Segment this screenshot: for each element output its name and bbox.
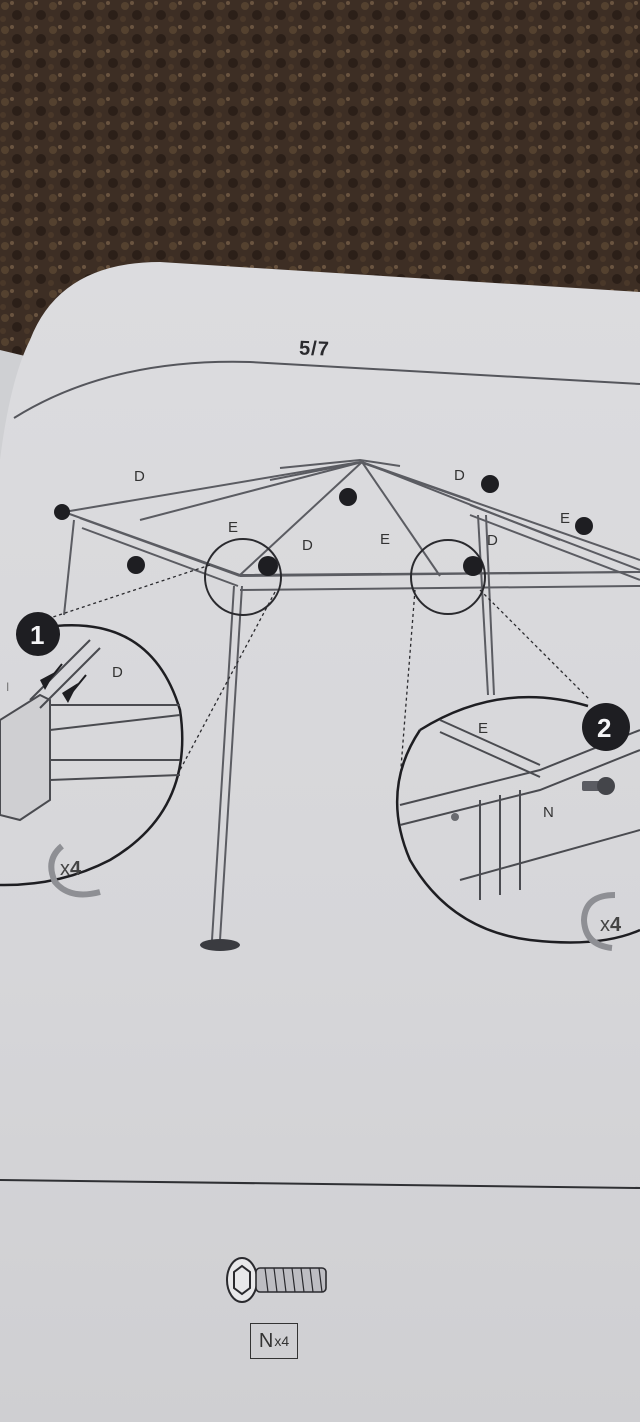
detail-1-label-i: I bbox=[6, 680, 10, 694]
label-d-roof-front: D bbox=[487, 532, 498, 549]
label-e-rafter-right: E bbox=[560, 510, 571, 527]
detail-1-bracket bbox=[0, 639, 181, 822]
zoom-ring-2 bbox=[410, 539, 486, 615]
step-1-badge bbox=[16, 612, 60, 656]
leg-foot-plate bbox=[200, 939, 240, 951]
detail-2-circle-top bbox=[419, 695, 589, 732]
detail-1-label-d: D bbox=[112, 664, 123, 681]
repeat-arrow-1-icon bbox=[48, 843, 101, 898]
page-number: 5/7 bbox=[298, 337, 331, 361]
frame-badges bbox=[54, 475, 593, 576]
label-e-rafter-left: E bbox=[228, 519, 239, 536]
detail-2-repeat-count: 4 bbox=[610, 914, 622, 936]
label-e-rafter-center: E bbox=[380, 531, 391, 548]
detail-1-repeat-count: 4 bbox=[70, 858, 82, 880]
footer-rule bbox=[0, 1179, 640, 1189]
header-rule bbox=[13, 360, 640, 419]
detail-1-repeat: x4 bbox=[60, 858, 81, 881]
label-d-roof-right: D bbox=[454, 467, 465, 484]
hardware-screw-icon bbox=[226, 1257, 327, 1303]
repeat-arrow-2-icon bbox=[580, 892, 616, 951]
step-2-badge bbox=[582, 703, 630, 751]
hardware-part-letter: N bbox=[258, 1329, 274, 1352]
detail-2-repeat: x4 bbox=[600, 914, 621, 937]
step-2-number: 2 bbox=[597, 713, 611, 743]
detail-1-repeat-prefix: x bbox=[60, 858, 70, 880]
detail-2-label-n: N bbox=[543, 804, 554, 821]
leader-lines bbox=[49, 564, 591, 781]
zoom-ring-1 bbox=[204, 538, 282, 616]
detail-2-repeat-prefix: x bbox=[600, 914, 610, 936]
step-1-number: 1 bbox=[30, 620, 44, 650]
label-d-roof-center: D bbox=[302, 537, 313, 554]
detail-2-label-e: E bbox=[478, 720, 489, 737]
detail-1-arrows bbox=[40, 663, 87, 703]
detail-2-screw-icon bbox=[582, 777, 615, 795]
gazebo-frame bbox=[63, 458, 640, 941]
hardware-quantity: x4 bbox=[274, 1333, 290, 1349]
instruction-page bbox=[0, 262, 640, 1422]
label-d-roof-left: D bbox=[134, 468, 145, 485]
detail-2-circle bbox=[395, 729, 640, 944]
bolt-hole bbox=[451, 813, 459, 821]
